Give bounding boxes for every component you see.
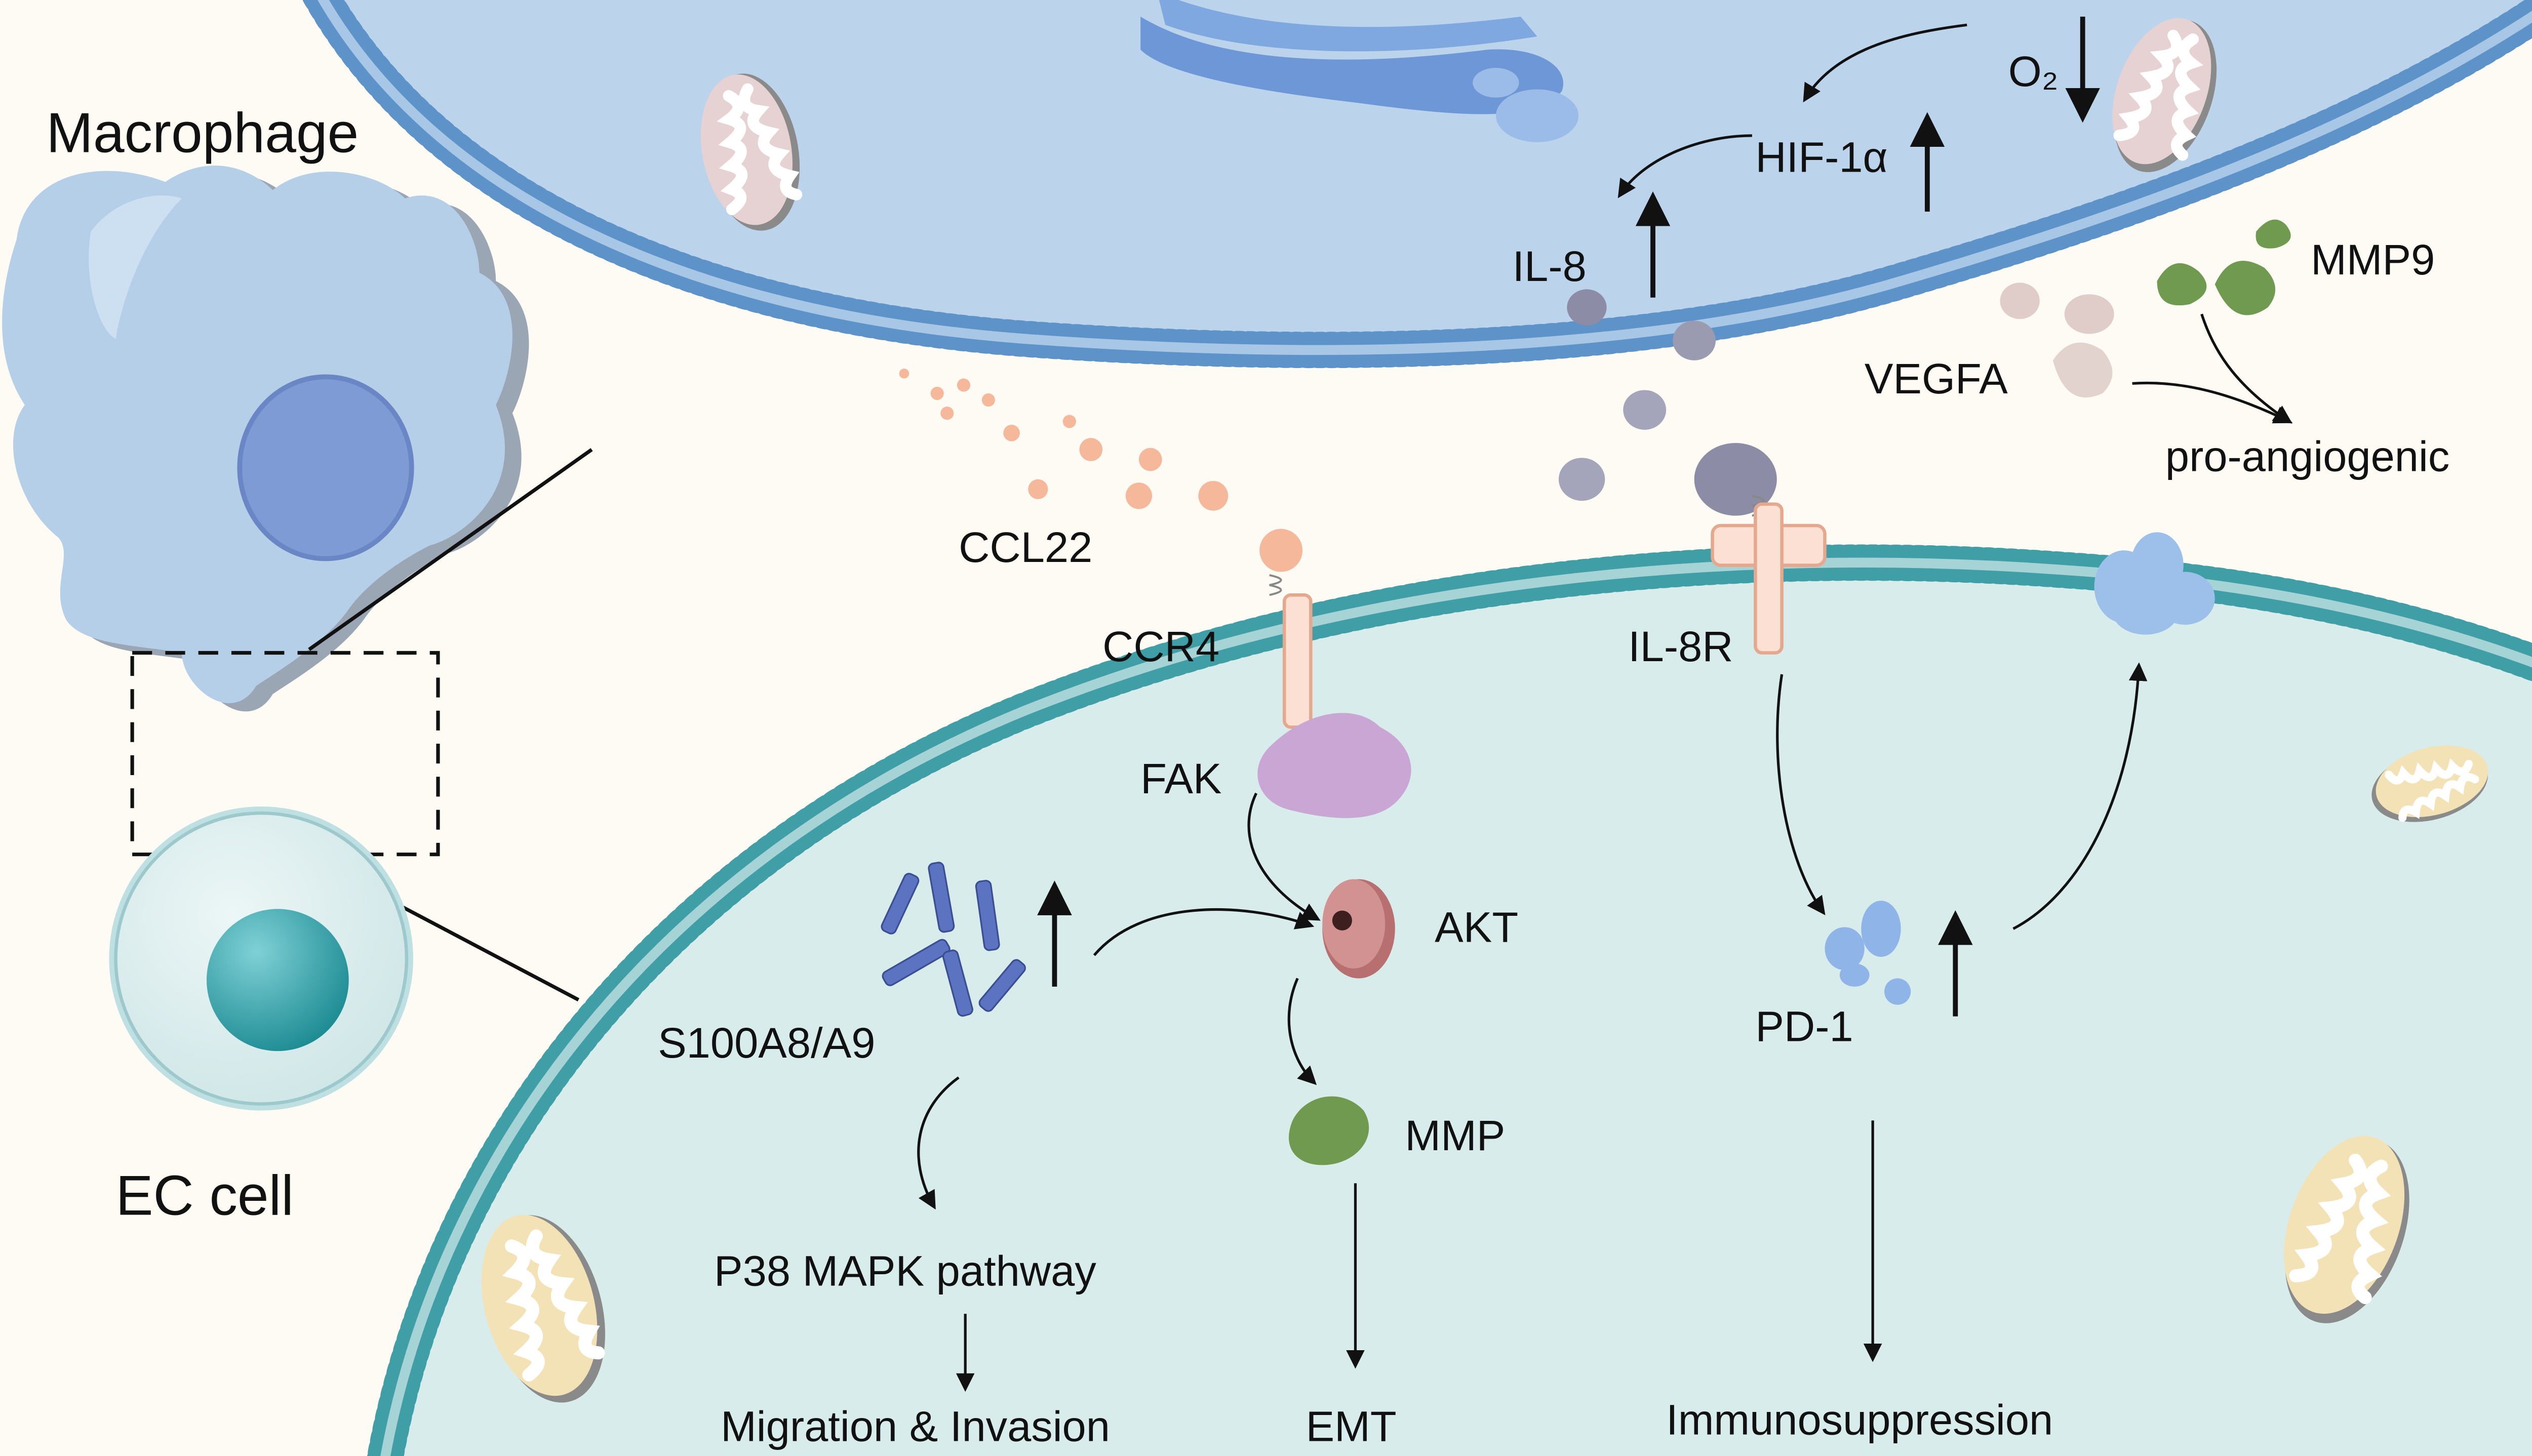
- emt-label: EMT: [1306, 1402, 1397, 1450]
- ccl22-particles: [899, 369, 1229, 511]
- ec-cell-label: EC cell: [115, 1164, 293, 1227]
- vegfa-label: VEGFA: [1865, 354, 2008, 402]
- fak-label: FAK: [1140, 754, 1221, 802]
- vegfa-particles: [2000, 282, 2114, 398]
- ccr4-receptor-icon: [1259, 529, 1313, 729]
- macrophage-label: Macrophage: [46, 101, 359, 164]
- s100-to-akt-arrow: [1093, 908, 1315, 956]
- mmp9-to-angio-arrow: [2200, 313, 2292, 424]
- hif1a-label: HIF-1α: [1755, 133, 1887, 181]
- fak-protein: [1257, 713, 1411, 818]
- mmp9-label: MMP9: [2311, 235, 2435, 284]
- mmp-label: MMP: [1405, 1111, 1505, 1159]
- akt-to-mmp-arrow: [1287, 978, 1317, 1085]
- ccl22-label: CCL22: [959, 523, 1092, 571]
- il8r-to-pd1-arrow: [1776, 674, 1826, 915]
- fak-to-akt-arrow: [1247, 792, 1321, 921]
- pd1-to-membrane-arrow: [2012, 662, 2148, 930]
- golgi-apparatus-icon: [1140, 0, 1579, 142]
- mmp9-particles: [2157, 219, 2291, 315]
- vegfa-to-angio-arrow: [2132, 381, 2293, 424]
- il8r-label: IL-8R: [1628, 622, 1733, 670]
- nucleus-icon: [240, 377, 412, 559]
- o2-to-hif-arrow: [1803, 23, 1967, 103]
- o2-label: O₂: [2008, 47, 2059, 95]
- akt-protein: [1322, 879, 1395, 979]
- ec-large-cell: [367, 544, 2532, 1456]
- s100-to-p38-arrow: [917, 1076, 960, 1210]
- pro-angiogenic-label: pro-angiogenic: [2165, 432, 2449, 480]
- zoom-connector-top: [308, 448, 593, 651]
- s100a8a9-protein: [881, 862, 1026, 1017]
- ec-cell-small: [109, 806, 414, 1111]
- nucleus-icon: [207, 909, 349, 1051]
- immunosuppression-label: Immunosuppression: [1666, 1395, 2053, 1443]
- p38-label: P38 MAPK pathway: [714, 1247, 1096, 1295]
- il8-label: IL-8: [1513, 242, 1587, 290]
- il8r-receptor-icon: [1694, 442, 1827, 655]
- macrophage-small-cell: [2, 166, 529, 712]
- macrophage-large-cell: [302, 0, 2532, 369]
- ccr4-label: CCR4: [1102, 622, 1219, 670]
- il8-particles: [1558, 289, 1716, 501]
- pd1-label: PD-1: [1755, 1002, 1853, 1050]
- migration-label: Migration & Invasion: [721, 1402, 1110, 1450]
- mmp-protein: [1289, 1096, 1369, 1165]
- membrane-protein-cluster: [2094, 532, 2215, 635]
- akt-label: AKT: [1435, 903, 1518, 951]
- zoom-box: [130, 651, 440, 857]
- s100a8a9-label: S100A8/A9: [658, 1019, 875, 1067]
- hif-to-il8-arrow: [1617, 134, 1752, 198]
- pd1-protein: [1825, 901, 1911, 1005]
